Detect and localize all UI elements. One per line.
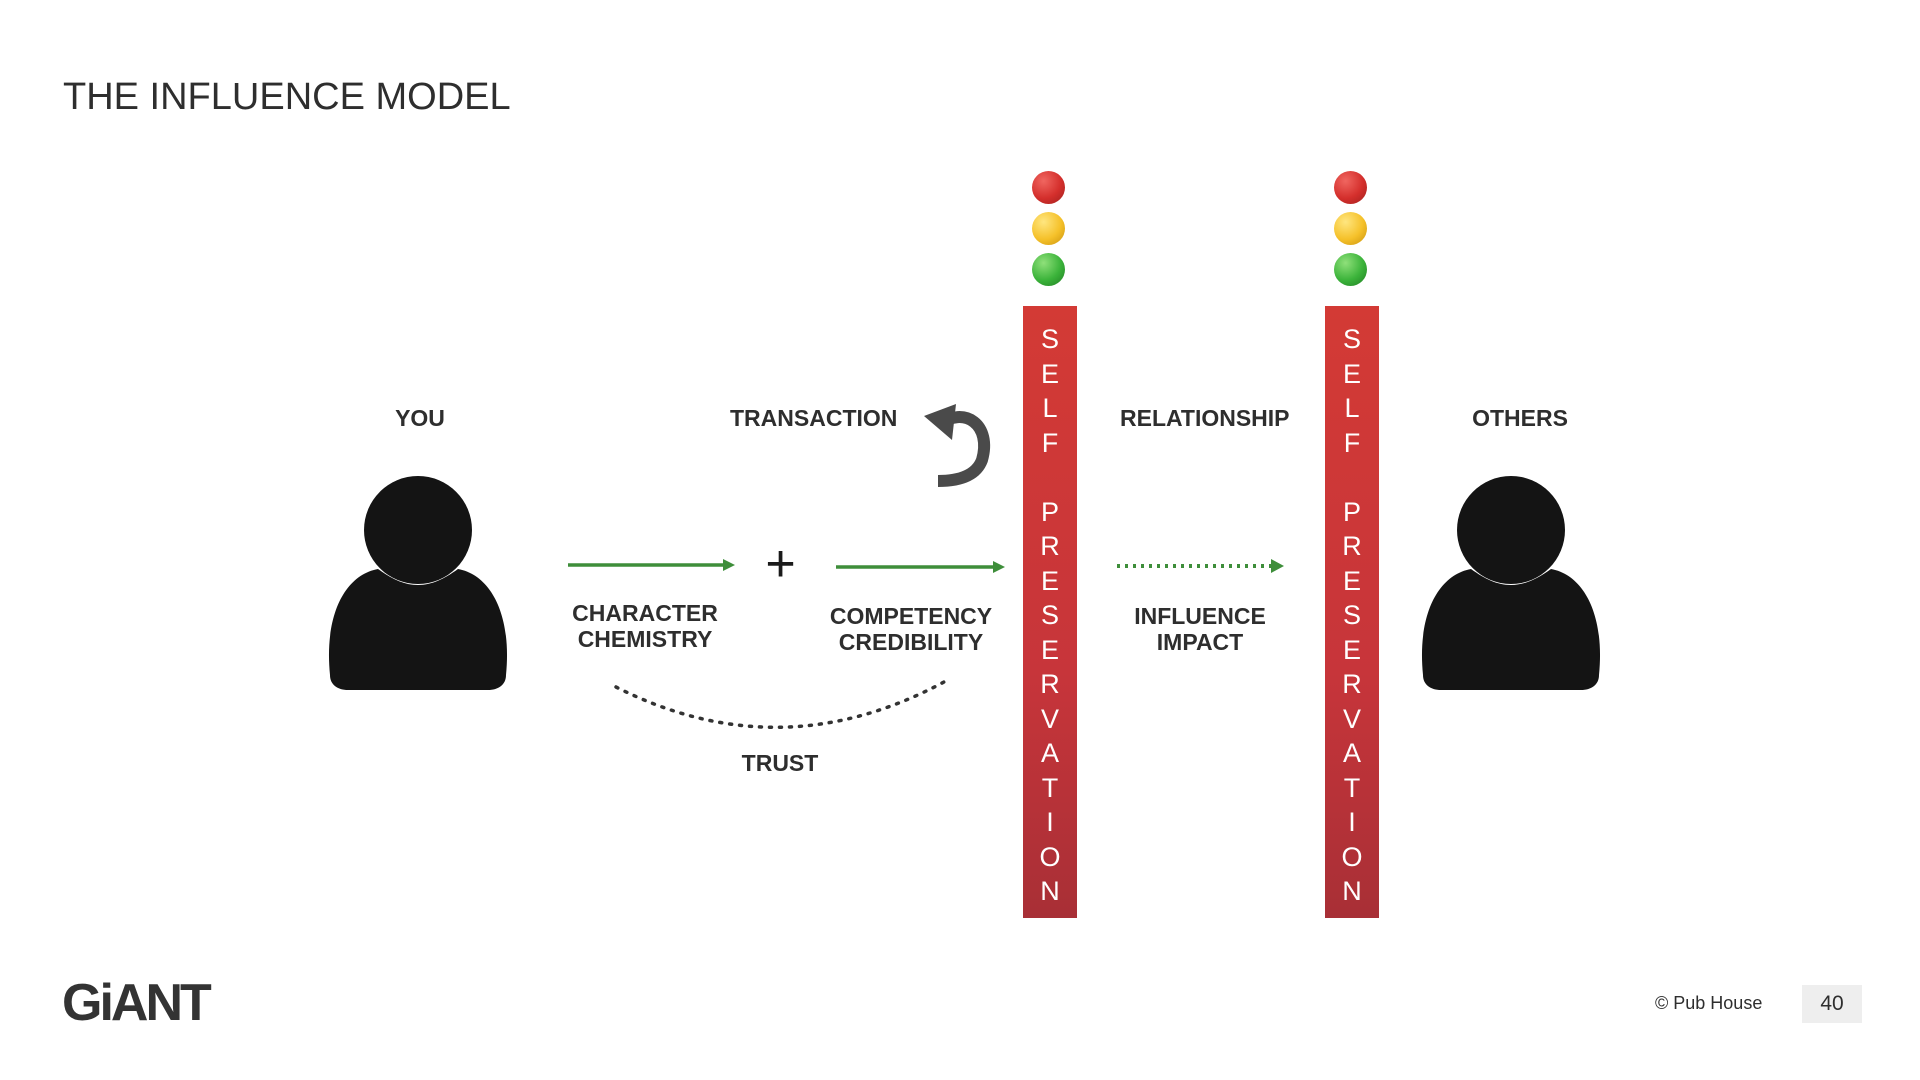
bar-letter: R <box>1040 531 1060 561</box>
bar-letter <box>1023 460 1077 495</box>
bar-letter: A <box>1040 738 1059 768</box>
traffic-light-yellow-icon <box>1032 212 1065 245</box>
arrow-competency <box>836 561 1005 573</box>
traffic-light-green-icon <box>1032 253 1065 286</box>
person-right-icon <box>1421 476 1601 690</box>
label-impact: IMPACT <box>1156 629 1244 655</box>
bar-letter: F <box>1343 427 1361 458</box>
trust-arc <box>614 680 946 730</box>
person-left-icon <box>328 476 508 690</box>
undo-icon <box>924 404 991 487</box>
bar-letter: N <box>1040 876 1060 906</box>
bar-letter: R <box>1342 531 1362 561</box>
arrow-character <box>568 559 735 571</box>
traffic-light-yellow-icon <box>1334 212 1367 245</box>
label-influence-impact: INFLUENCE IMPACT <box>1120 603 1280 655</box>
bar-letter: T <box>1041 772 1059 803</box>
bar-letter: R <box>1342 669 1362 699</box>
bar-letter: S <box>1342 600 1361 630</box>
bar-letter: E <box>1342 565 1361 596</box>
page-number: 40 <box>1802 985 1862 1023</box>
label-influence: INFLUENCE <box>1134 603 1266 629</box>
bar-letter: V <box>1342 703 1361 734</box>
label-others: OTHERS <box>1472 405 1568 431</box>
label-competency-credibility: COMPETENCY CREDIBILITY <box>825 603 997 655</box>
giant-logo: GiANT <box>62 974 212 1032</box>
bar-letter: F <box>1041 427 1059 458</box>
label-character: CHARACTER <box>572 600 718 626</box>
bar-letter: T <box>1343 772 1361 803</box>
bar-letter: P <box>1342 496 1361 527</box>
bar-letter: I <box>1348 807 1356 837</box>
bar-letter: L <box>1042 393 1058 423</box>
bar-letter: V <box>1040 703 1059 734</box>
label-competency: COMPETENCY <box>829 603 993 629</box>
bar-letter: I <box>1046 807 1054 837</box>
bar-letter: N <box>1342 876 1362 906</box>
label-trust: TRUST <box>741 750 819 776</box>
bar-letter: E <box>1040 565 1059 596</box>
bar-letter: P <box>1040 496 1059 527</box>
bar-letter: R <box>1040 669 1060 699</box>
arrow-influence-dotted <box>1117 559 1284 573</box>
bar-letter: O <box>1341 841 1363 872</box>
traffic-light-red-icon <box>1334 171 1367 204</box>
bar-letter: S <box>1040 324 1059 354</box>
label-character-chemistry: CHARACTER CHEMISTRY <box>565 600 725 652</box>
bar-letter: O <box>1039 841 1061 872</box>
bar-letter: E <box>1040 358 1059 389</box>
copyright-text: © Pub House <box>1655 993 1763 1013</box>
traffic-light-red-icon <box>1032 171 1065 204</box>
bar-letter: S <box>1040 600 1059 630</box>
bar-letter: E <box>1342 358 1361 389</box>
bar-letter: E <box>1342 634 1361 665</box>
bar-letter <box>1325 460 1379 495</box>
bar-letter: L <box>1344 393 1360 423</box>
label-credibility: CREDIBILITY <box>838 629 984 655</box>
label-chemistry: CHEMISTRY <box>577 626 713 652</box>
label-you: YOU <box>395 405 445 431</box>
plus-sign: + <box>765 535 796 593</box>
traffic-light-green-icon <box>1334 253 1367 286</box>
label-transaction: TRANSACTION <box>730 405 898 431</box>
bar-letter: E <box>1040 634 1059 665</box>
bar-letter: S <box>1342 324 1361 354</box>
bar-letter: A <box>1342 738 1361 768</box>
label-relationship: RELATIONSHIP <box>1120 405 1290 431</box>
page-title: THE INFLUENCE MODEL <box>63 76 511 118</box>
